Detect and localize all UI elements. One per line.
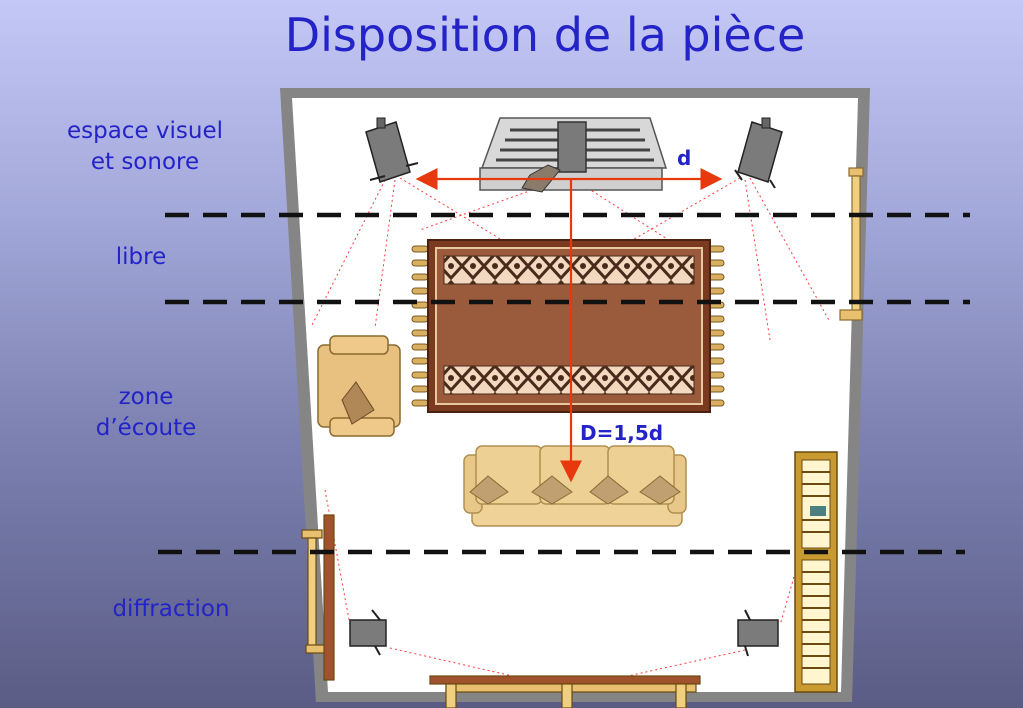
zone-label-listening: zone d’écoute <box>62 382 230 444</box>
speaker-front-right-icon <box>734 117 783 189</box>
zone-label-line: d’écoute <box>95 415 197 441</box>
zone-label-line: zone <box>118 384 174 410</box>
sofa-icon <box>463 445 687 527</box>
speaker-rear-left-icon <box>349 609 387 656</box>
armchair-icon <box>317 335 401 437</box>
zone-label-line: espace visuel <box>66 118 224 144</box>
zone-label-free: libre <box>80 242 202 273</box>
speaker-front-left-icon <box>365 117 419 183</box>
rug-icon <box>411 239 725 413</box>
width-label: d <box>677 146 692 170</box>
zone-label-line: et sonore <box>90 149 200 175</box>
zone-label-visual-sound: espace visuel et sonore <box>50 116 240 178</box>
zone-label-line: libre <box>115 244 167 270</box>
tv-cabinet-icon <box>479 117 668 193</box>
speaker-rear-right-icon <box>737 609 779 657</box>
page-title: Disposition de la pièce <box>284 8 806 62</box>
zone-separators <box>158 212 970 555</box>
bottom-railing-icon <box>429 675 701 708</box>
zone-label-diffraction: diffraction <box>90 594 252 625</box>
zone-label-line: diffraction <box>112 596 230 622</box>
floor-lamp-left-icon <box>301 514 335 681</box>
depth-label: D=1,5d <box>580 421 664 445</box>
floor-lamp-right-icon <box>839 167 864 321</box>
bookshelf-icon <box>794 451 838 693</box>
